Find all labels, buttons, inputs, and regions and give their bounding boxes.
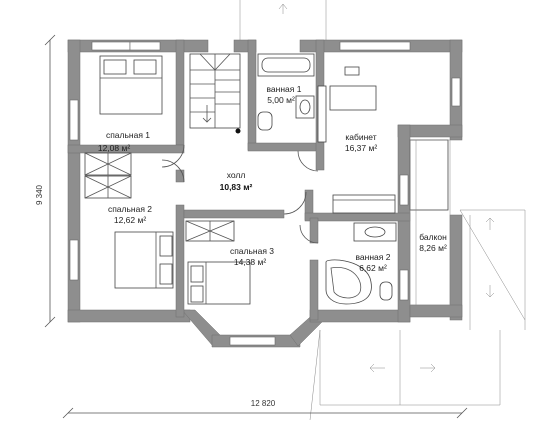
study-area: 16,37 м² [345, 143, 377, 153]
terrace-projection-lines [309, 209, 526, 421]
dimension-depth-label: 9 340 [35, 184, 44, 205]
bathroom1-fixtures [257, 53, 315, 131]
door-swings [161, 144, 319, 244]
bedroom1-name: спальная 1 [106, 130, 150, 140]
bedroom2-name: спальная 2 [108, 204, 152, 214]
dimension-width-label: 12 820 [251, 399, 276, 408]
room-labels: спальная 1 12,08 м² ванная 1 5,00 м² каб… [98, 84, 447, 273]
study-furniture [317, 66, 449, 214]
study-name: кабинет [345, 132, 376, 142]
bedroom3-furniture [185, 220, 251, 305]
windows [69, 41, 461, 346]
hall-area: 10,83 м² [220, 182, 253, 192]
bathroom1-area: 5,00 м² [267, 95, 295, 105]
bedroom1-area: 12,08 м² [98, 143, 130, 153]
interior-walls [67, 39, 411, 321]
bedroom2-furniture [84, 175, 174, 289]
bedroom3-name: спальная 3 [230, 246, 274, 256]
hall-name: холл [227, 170, 246, 180]
staircase [189, 53, 241, 134]
bedroom1-furniture [84, 55, 163, 176]
dimension-horizontal [62, 407, 468, 419]
bathroom2-area: 6,62 м² [359, 263, 387, 273]
dimension-vertical [44, 34, 56, 328]
balcony-area [409, 139, 451, 306]
balcony-area-value: 8,26 м² [419, 243, 447, 253]
bedroom3-area: 14,38 м² [234, 257, 266, 267]
balcony-name: балкон [419, 232, 447, 242]
bathroom1-name: ванная 1 [267, 84, 302, 94]
bathroom2-fixtures [325, 222, 397, 305]
bathroom2-name: ванная 2 [356, 252, 391, 262]
upper-projection-lines [239, 0, 327, 40]
bedroom2-area: 12,62 м² [114, 215, 146, 225]
